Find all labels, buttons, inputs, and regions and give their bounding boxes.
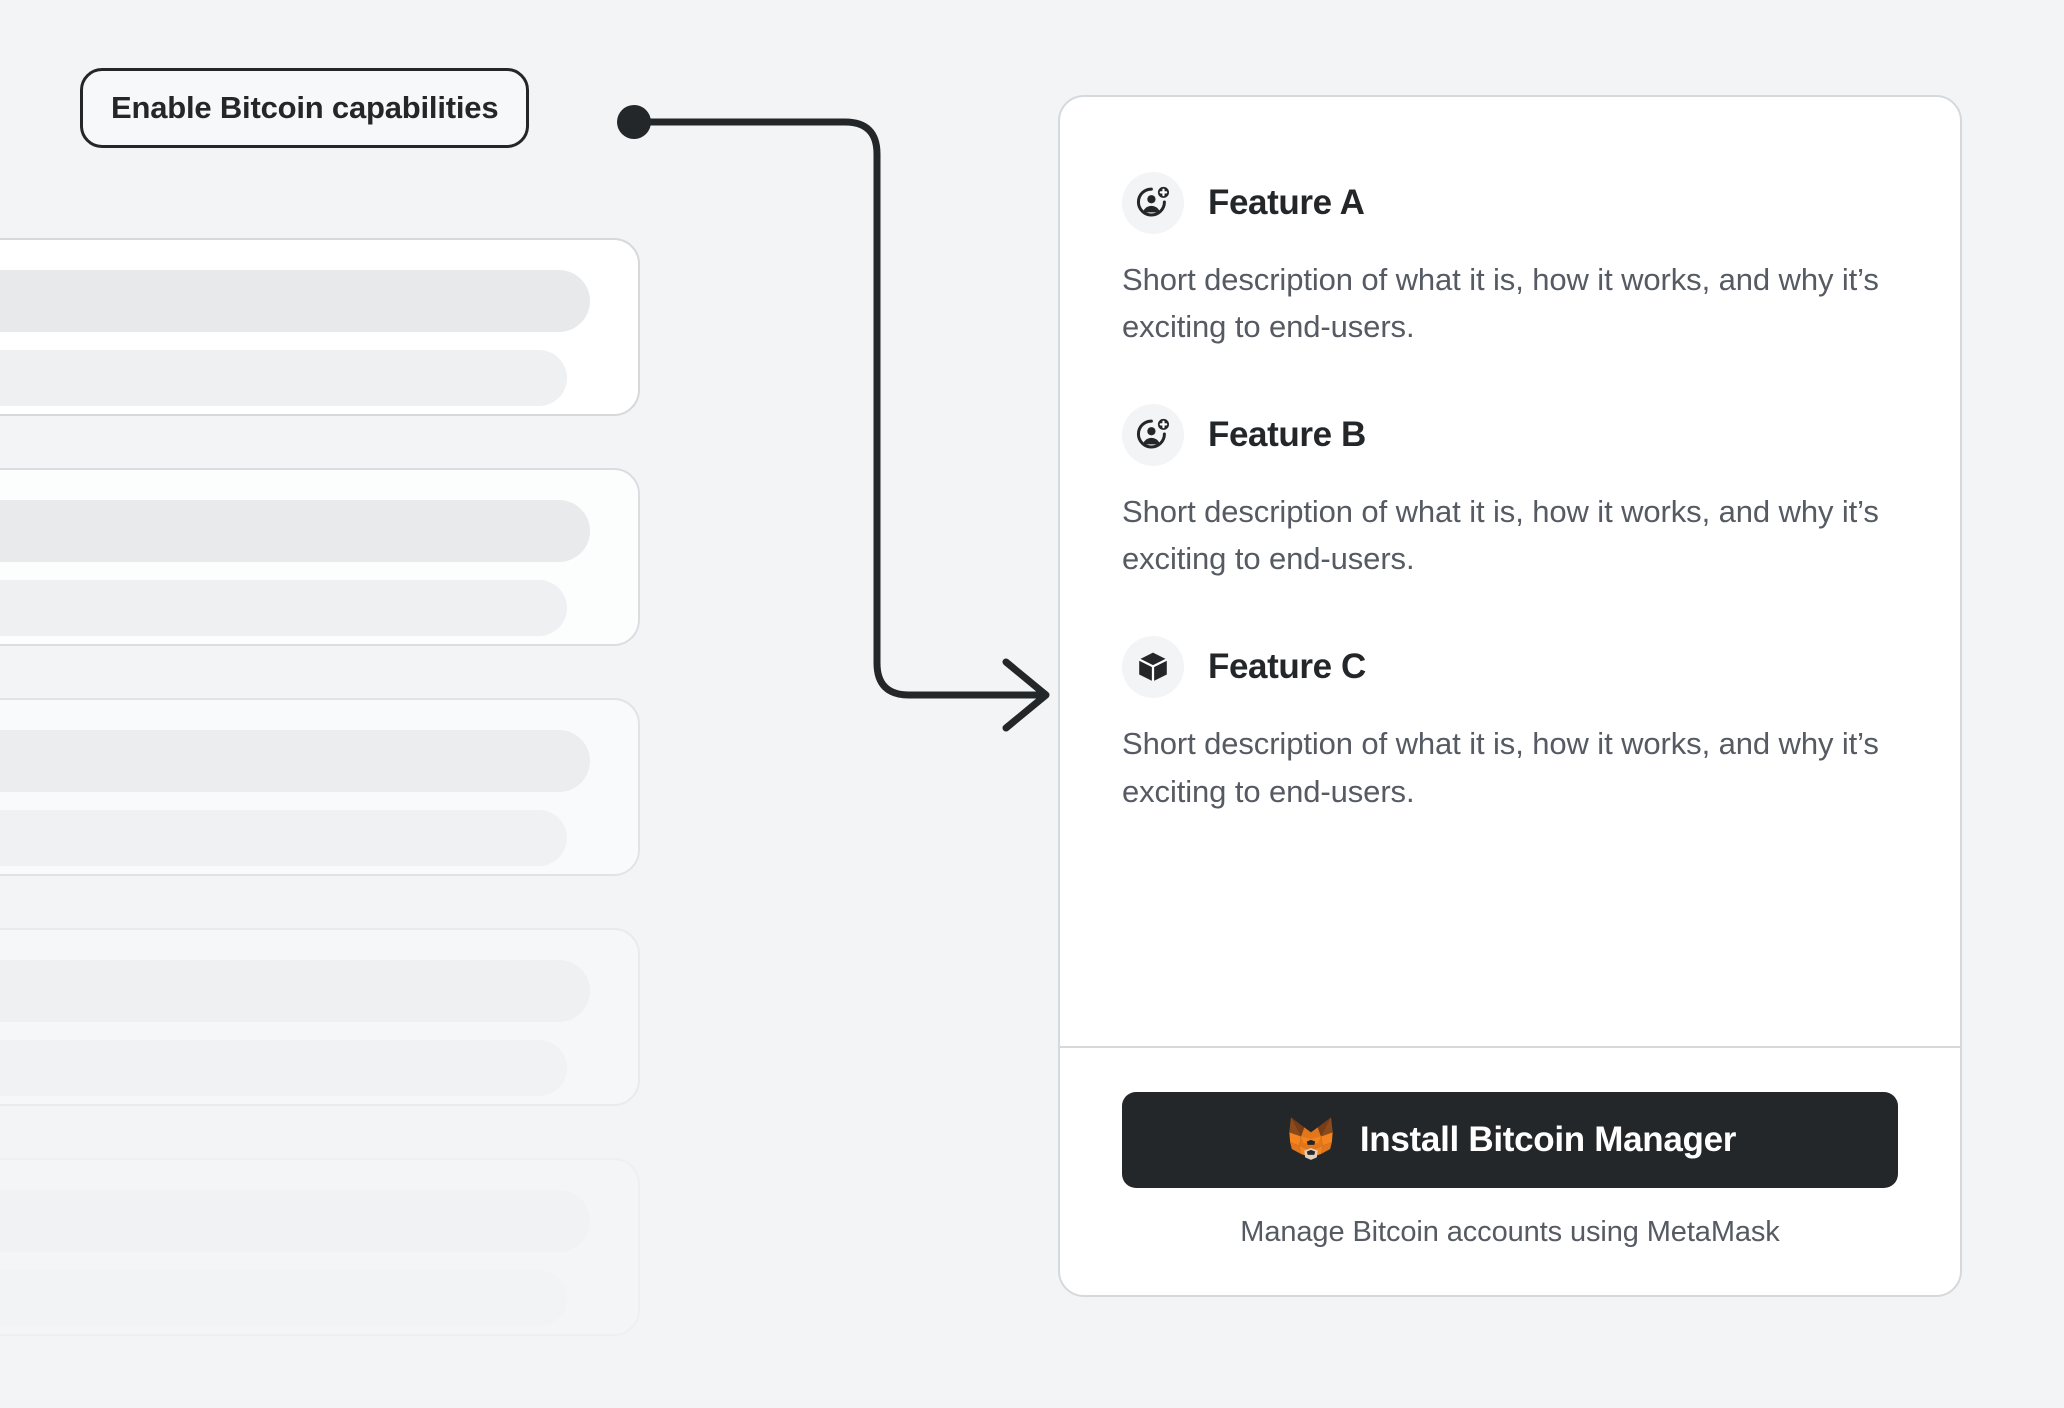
- skeleton-bar-secondary: [0, 350, 568, 406]
- card-footer: Install Bitcoin Manager Manage Bitcoin a…: [1060, 1048, 1960, 1295]
- account-add-icon: [1122, 404, 1184, 467]
- callout-enable-bitcoin-capabilities[interactable]: Enable Bitcoin capabilities: [80, 68, 530, 148]
- feature-item-c: Feature C Short description of what it i…: [1122, 636, 1898, 814]
- feature-header: Feature C: [1122, 636, 1898, 699]
- feature-title: Feature A: [1208, 183, 1365, 222]
- skeleton-card: [0, 1158, 640, 1336]
- feature-item-b: Feature B Short description of what it i…: [1122, 404, 1898, 582]
- footer-caption: Manage Bitcoin accounts using MetaMask: [1240, 1216, 1780, 1248]
- skeleton-card: [0, 698, 640, 876]
- skeleton-card: [0, 238, 640, 416]
- feature-title: Feature B: [1208, 415, 1366, 455]
- feature-title: Feature C: [1208, 647, 1366, 687]
- install-button-label: Install Bitcoin Manager: [1359, 1120, 1737, 1159]
- skeleton-bar-primary: [0, 1190, 590, 1252]
- metamask-fox-icon: [1284, 1114, 1338, 1167]
- skeleton-bar-primary: [0, 500, 590, 562]
- feature-description: Short description of what it is, how it …: [1122, 726, 1879, 809]
- connector-dot: [617, 105, 651, 139]
- account-add-icon: [1122, 172, 1184, 234]
- skeleton-bar-secondary: [0, 810, 568, 866]
- skeleton-bar-primary: [0, 270, 590, 332]
- callout-label: Enable Bitcoin capabilities: [111, 90, 499, 125]
- skeleton-bar-secondary: [0, 580, 568, 636]
- skeleton-card-list: [0, 238, 640, 1388]
- footer-divider: [1060, 1046, 1960, 1048]
- feature-header: Feature B: [1122, 404, 1898, 467]
- feature-header: Feature A: [1122, 172, 1898, 234]
- feature-card: Feature A Short description of what it i…: [1058, 95, 1962, 1297]
- skeleton-card: [0, 468, 640, 646]
- skeleton-card: [0, 928, 640, 1106]
- feature-description: Short description of what it is, how it …: [1122, 262, 1879, 345]
- cube-icon: [1122, 636, 1184, 699]
- install-bitcoin-manager-button[interactable]: Install Bitcoin Manager: [1122, 1092, 1898, 1188]
- feature-list: Feature A Short description of what it i…: [1060, 97, 1960, 1046]
- feature-description: Short description of what it is, how it …: [1122, 494, 1879, 577]
- skeleton-bar-primary: [0, 960, 590, 1022]
- skeleton-bar-primary: [0, 730, 590, 792]
- skeleton-bar-secondary: [0, 1270, 568, 1326]
- feature-item-a: Feature A Short description of what it i…: [1122, 172, 1898, 350]
- skeleton-bar-secondary: [0, 1040, 568, 1096]
